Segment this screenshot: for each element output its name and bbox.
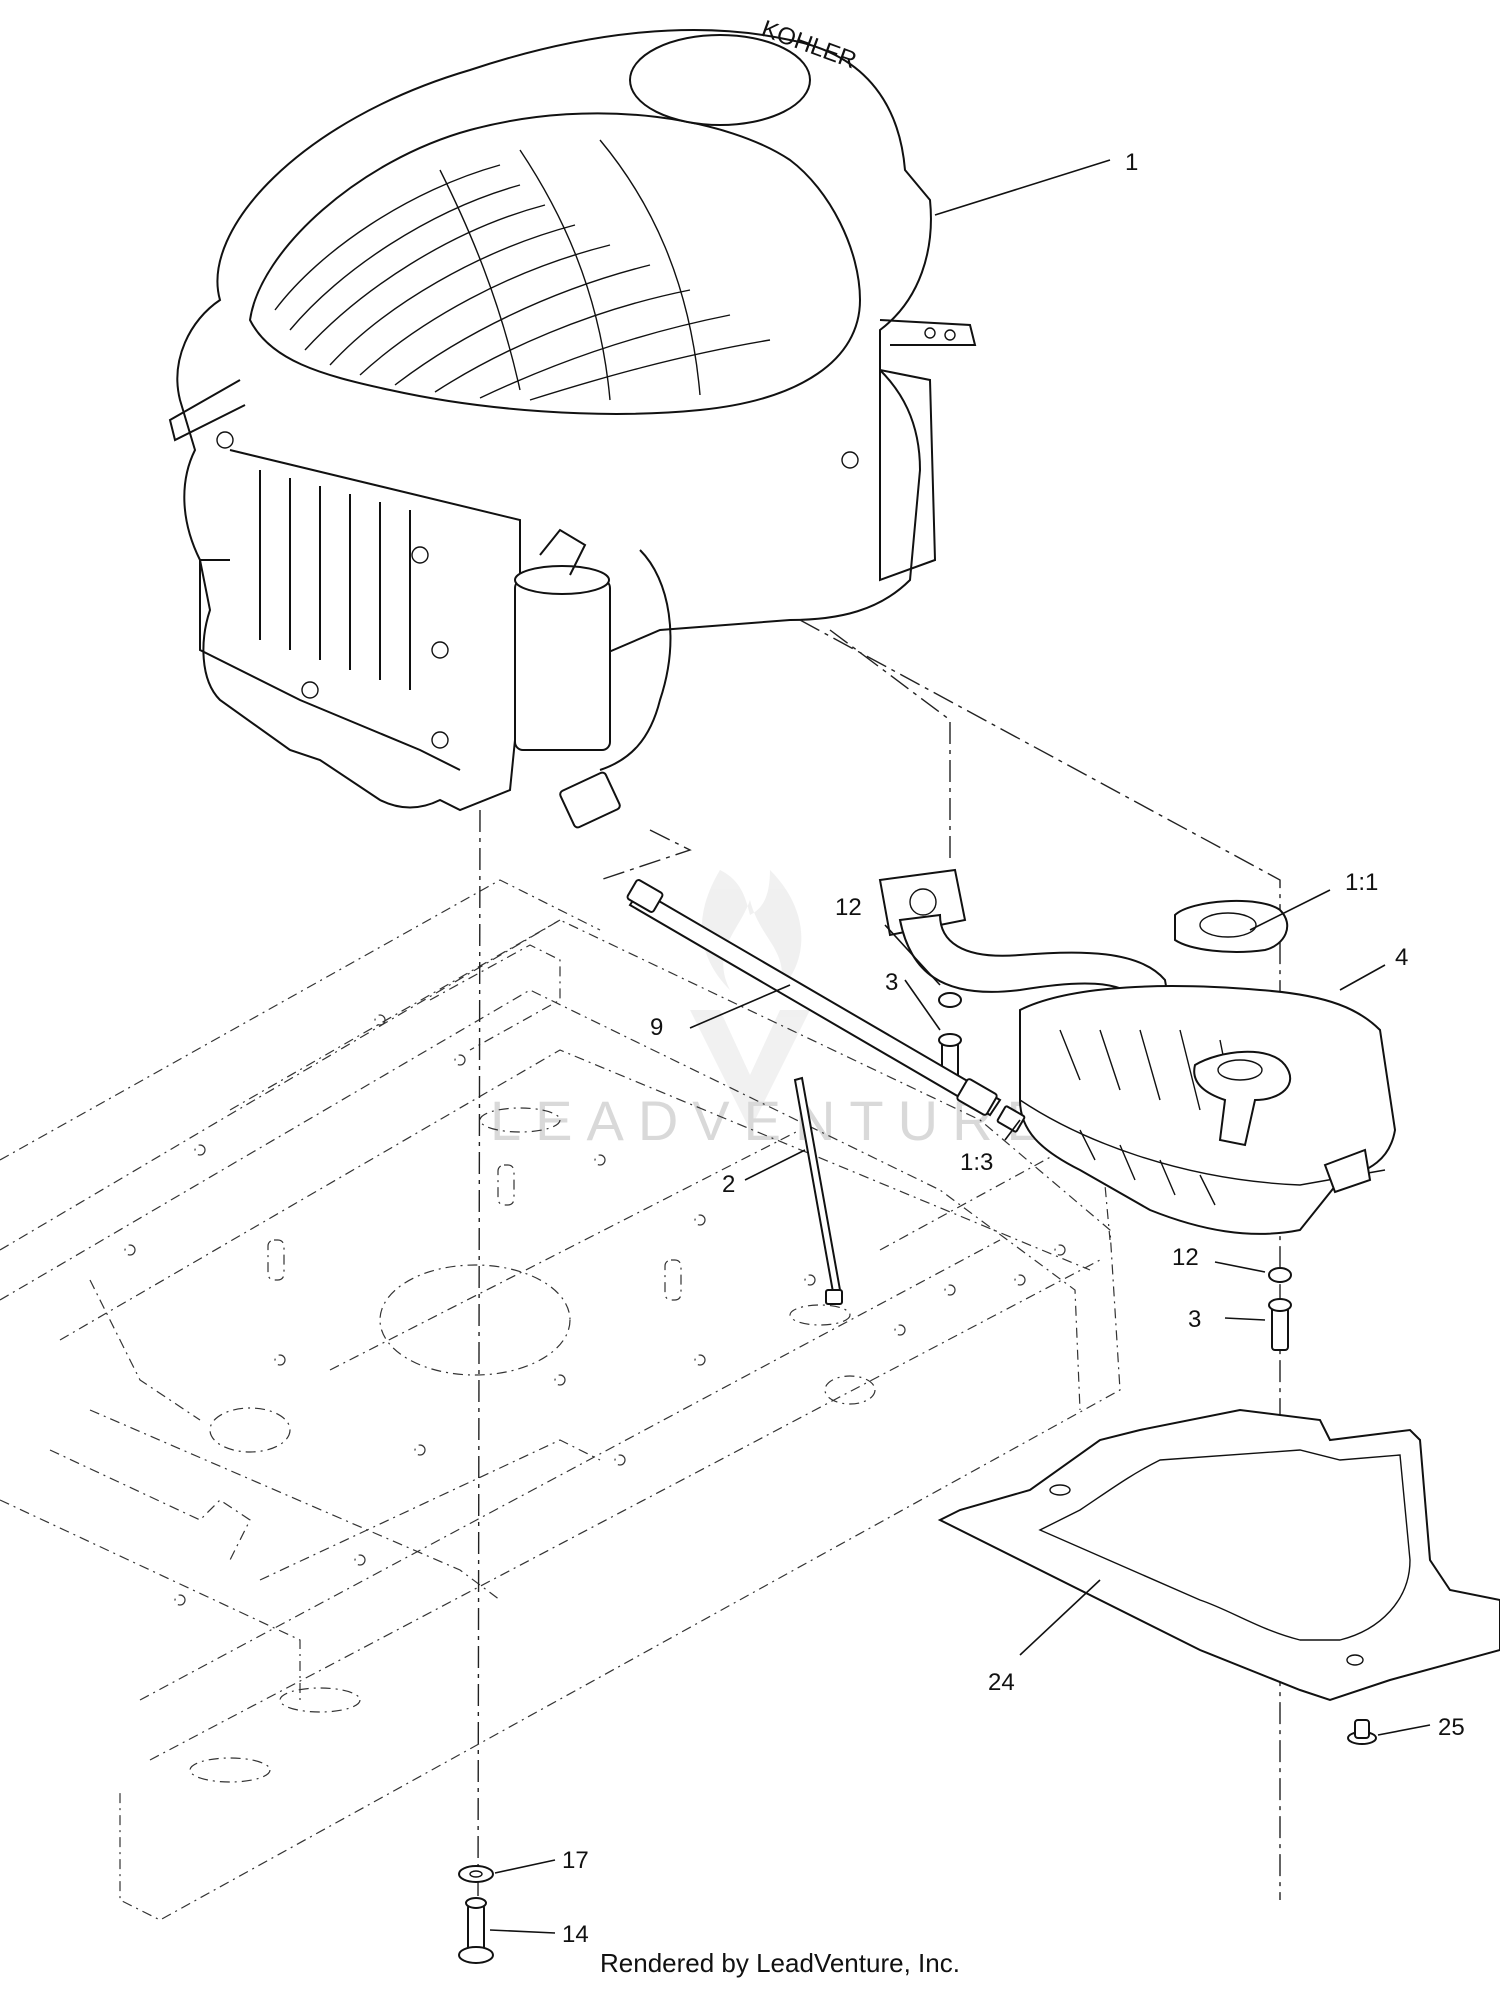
watermark-text: LEADVENTURE (490, 1089, 1058, 1152)
callout-9: 9 (650, 1014, 663, 1041)
footer-credit: Rendered by LeadVenture, Inc. (600, 1948, 960, 1978)
engine-air-grille (274, 139, 771, 401)
callout-4: 4 (1395, 944, 1408, 971)
callout-17: 17 (562, 1847, 589, 1874)
callout-24: 24 (988, 1669, 1015, 1696)
lock-washer-upper (938, 992, 962, 1008)
callout-2: 2 (722, 1171, 735, 1198)
watermark-logo (690, 870, 810, 1130)
callout-3-lower: 3 (1188, 1306, 1201, 1333)
callout-1-3: 1:3 (960, 1149, 993, 1176)
bolt-14 (458, 1897, 494, 1964)
washer-17 (458, 1865, 494, 1883)
callout-labels: 1 1:1 12 4 3 9 2 1:3 12 3 24 25 17 14 (562, 149, 1465, 1948)
watermark: LEADVENTURE (490, 870, 1058, 1152)
engine: KOHLER (168, 15, 977, 829)
leader-lines (489, 159, 1431, 1934)
bolt-lower (1268, 1298, 1292, 1351)
bolt-25 (1347, 1719, 1377, 1745)
lock-washer-lower (1268, 1267, 1292, 1283)
starter-motor (514, 579, 611, 751)
callout-3-upper: 3 (885, 969, 898, 996)
wire-connector (559, 771, 621, 829)
callout-14: 14 (562, 1921, 589, 1948)
tube (626, 879, 1026, 1133)
callout-12-upper: 12 (835, 894, 862, 921)
heat-shield (937, 1408, 1500, 1702)
callout-1: 1 (1125, 149, 1138, 176)
exhaust-pipe (878, 868, 1177, 1052)
callout-1-1: 1:1 (1345, 869, 1378, 896)
callout-25: 25 (1438, 1714, 1465, 1741)
cable-tie (793, 1076, 843, 1305)
callout-12-lower: 12 (1172, 1244, 1199, 1271)
muffler (1019, 985, 1397, 1235)
exhaust-gasket (1174, 900, 1289, 953)
